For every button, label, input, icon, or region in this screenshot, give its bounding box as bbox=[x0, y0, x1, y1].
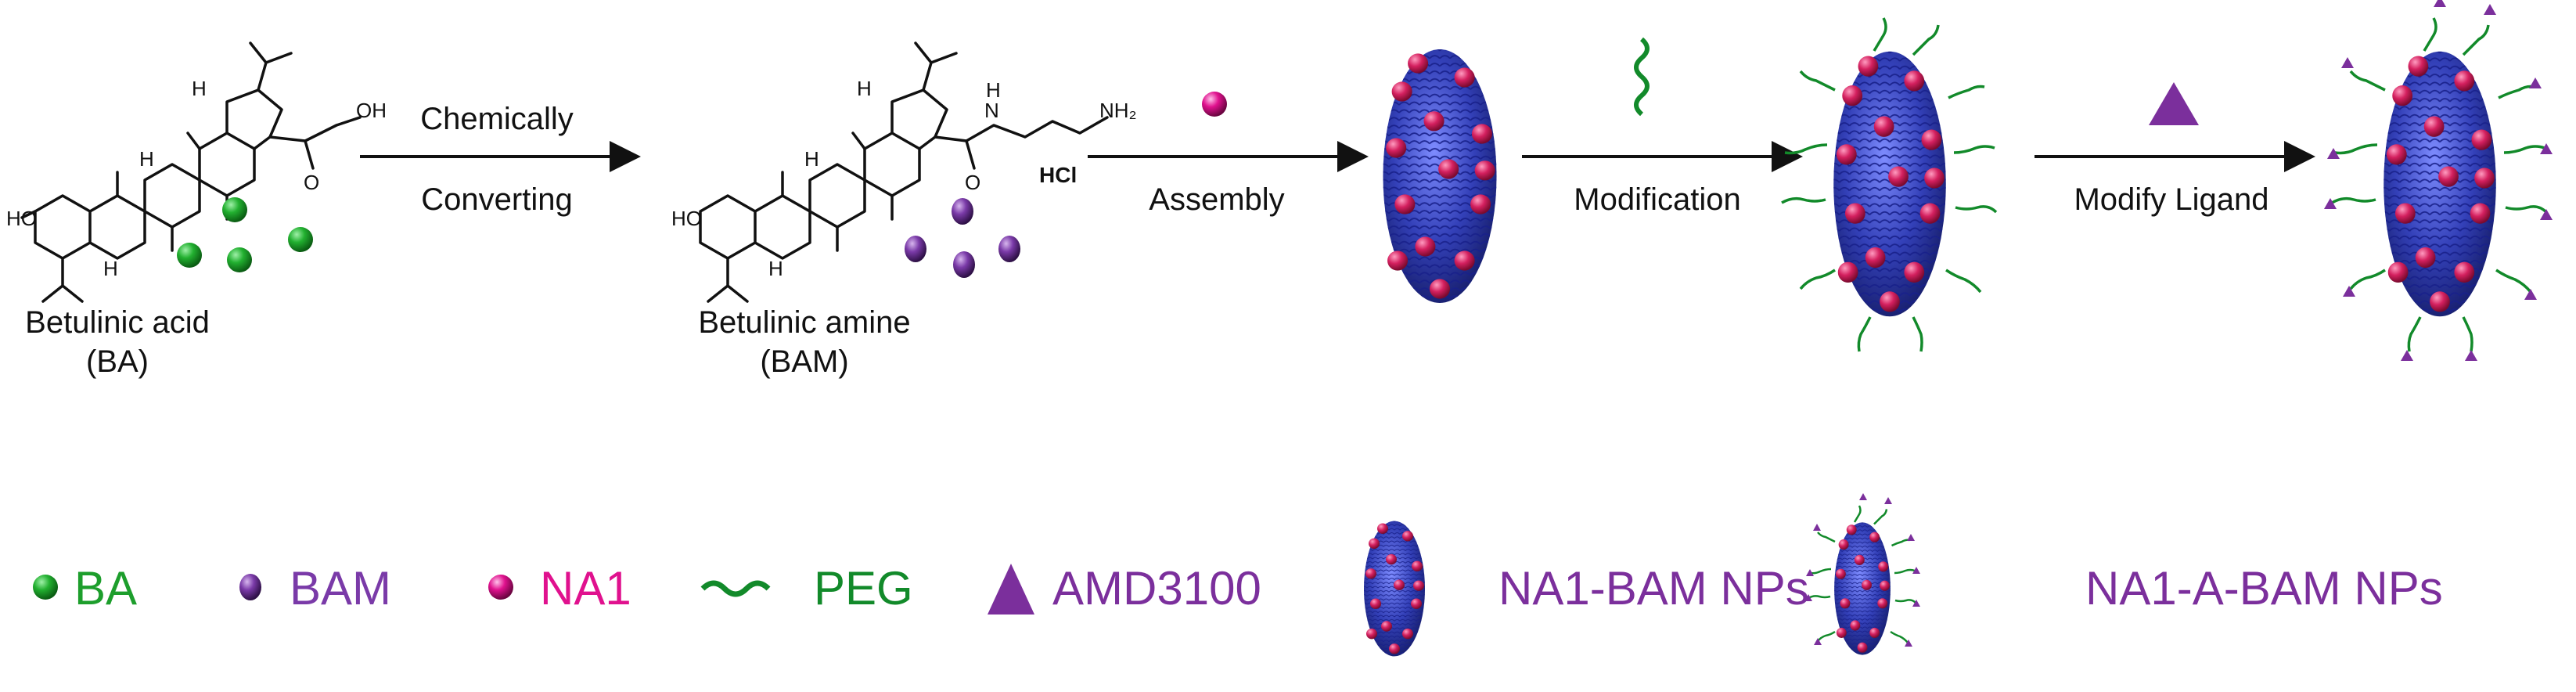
legend-bam-icon bbox=[239, 574, 261, 600]
betulinic-acid-structure bbox=[20, 41, 362, 303]
step2-label: Assembly bbox=[1149, 182, 1284, 217]
legend: BA BAM NA1 PEG AMD3100 NA1-BAM NPs bbox=[33, 493, 2443, 656]
bam-name: Betulinic amine bbox=[698, 305, 910, 340]
o-label-bam: O bbox=[965, 171, 980, 194]
step3-label: Modification bbox=[1574, 182, 1740, 217]
bam-spheres bbox=[905, 198, 1020, 278]
ba-name: Betulinic acid bbox=[25, 305, 210, 340]
legend-bam-label: BAM bbox=[290, 562, 391, 615]
nh-h-label-bam: H bbox=[986, 78, 1001, 102]
h-label-ba-2: H bbox=[139, 147, 154, 171]
o-label-ba: O bbox=[304, 171, 319, 194]
step1-line1: Chemically bbox=[420, 102, 574, 136]
step4-label: Modify Ligand bbox=[2074, 182, 2268, 217]
legend-ba-icon bbox=[33, 575, 58, 600]
betulinic-amine-structure bbox=[699, 41, 1109, 303]
ho-label-ba: HO bbox=[6, 207, 37, 230]
legend-amd3100-label: AMD3100 bbox=[1052, 562, 1261, 615]
ho-label-bam: HO bbox=[671, 207, 702, 230]
ba-abbr: (BA) bbox=[86, 344, 149, 379]
legend-np2-label: NA1-A-BAM NPs bbox=[2085, 562, 2443, 615]
oh-label-ba: OH bbox=[356, 99, 387, 122]
legend-na1-a-bam-np-icon bbox=[1804, 493, 1920, 655]
h-label-ba-1: H bbox=[192, 77, 207, 100]
nh-label-bam: N bbox=[984, 99, 999, 122]
legend-peg-icon bbox=[700, 580, 771, 597]
bam-abbr: (BAM) bbox=[760, 344, 848, 379]
h-label-bam-1: H bbox=[857, 77, 872, 100]
legend-na1-label: NA1 bbox=[540, 562, 631, 615]
legend-na1-icon bbox=[488, 575, 513, 600]
peg-chain-icon bbox=[1634, 37, 1650, 117]
h-label-bam-3: H bbox=[768, 257, 783, 280]
ligand-nanoparticle-icon bbox=[2324, 0, 2553, 361]
legend-np1-label: NA1-BAM NPs bbox=[1498, 562, 1809, 615]
amd3100-triangle-icon bbox=[2149, 82, 2199, 125]
legend-na1-bam-np-icon bbox=[1364, 521, 1425, 657]
legend-ba-label: BA bbox=[74, 562, 137, 615]
na1-bam-nanoparticle-icon bbox=[1383, 49, 1496, 303]
legend-amd3100-icon bbox=[988, 564, 1034, 615]
nh2-label-bam: NH₂ bbox=[1099, 99, 1137, 122]
na1-sphere-icon bbox=[1202, 92, 1227, 117]
ba-spheres bbox=[177, 197, 313, 272]
h-label-bam-2: H bbox=[804, 147, 819, 171]
peg-nanoparticle-icon bbox=[1781, 17, 1998, 352]
hcl-label: HCl bbox=[1039, 163, 1077, 187]
step1-line2: Converting bbox=[421, 182, 572, 217]
h-label-ba-3: H bbox=[103, 257, 118, 280]
legend-peg-label: PEG bbox=[814, 562, 913, 615]
